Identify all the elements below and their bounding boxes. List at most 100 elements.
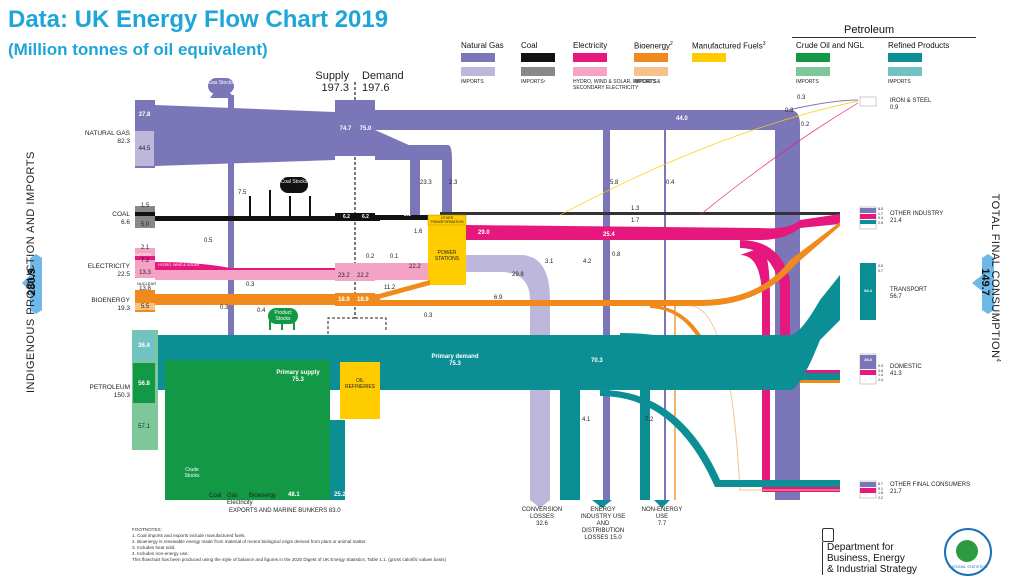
sink-other-industry-gas: [860, 208, 876, 213]
bottom-bioenergy-label: Bioenergy: [249, 493, 277, 499]
bio-69-val: 6.9: [494, 295, 503, 301]
elec-08-val: 0.8: [612, 252, 621, 258]
swatch-bioenergy: [634, 53, 668, 62]
swatch-coal: [521, 53, 555, 62]
swatch-electricity: [573, 53, 607, 62]
swatch-coal-imports: [521, 67, 555, 76]
elec-03-val: 0.3: [246, 282, 255, 288]
gas-indigenous-bar: [135, 101, 154, 130]
legend-coal: Coal: [521, 41, 538, 50]
product-stocks-bubble: [268, 308, 298, 324]
gas-stocks-label: Gas Stocks: [208, 80, 234, 86]
legend-bio-imports-label: IMPORTS: [634, 79, 657, 85]
coal-13-val: 1.3: [631, 206, 640, 212]
coal-16-val: 1.6: [414, 229, 423, 235]
elec-02-val: 0.2: [366, 254, 375, 260]
crude-481-val: 48.1: [288, 492, 300, 498]
right-total-shape: [982, 254, 994, 314]
bio-flow-to-supply: [155, 294, 380, 305]
elec-232-val: 23.2: [338, 273, 350, 279]
legend-natural-gas: Natural Gas: [461, 41, 504, 50]
left-total-pointer: [22, 275, 30, 291]
gas-non-energy-flow: [664, 130, 666, 500]
coal-21-val: 2.1: [404, 212, 411, 218]
gas-to-power-flow: [375, 130, 420, 215]
gas-flow-to-supply: [155, 105, 335, 166]
energy-industry-arrow: [592, 500, 612, 508]
power-stations-label: POWER STATIONS: [434, 250, 460, 262]
legend-electricity-sub-label: HYDRO, WIND & SOLAR, IMPORTS & SECONDARY…: [573, 79, 661, 91]
petroleum-to-other-final: [600, 390, 840, 487]
sink-other-industry-elec: [860, 214, 876, 219]
swatch-natural-gas: [461, 53, 495, 62]
elec-222-val: 22.2: [409, 264, 421, 270]
legend-petroleum-rule: [792, 37, 976, 38]
petroleum-v1: 36.4: [138, 343, 150, 349]
crude-stock-branch: [165, 420, 230, 500]
bio-112-val: 11.2: [384, 285, 396, 291]
swatch-electricity-secondary: [573, 67, 607, 76]
gas-to-other-val: 44.0: [676, 116, 688, 122]
sink-other-final-elec: [860, 488, 876, 493]
beis-logo: Department for Business, Energy & Indust…: [822, 542, 917, 575]
bottom-energy-industry-label: ENERGY INDUSTRY USE AND DISTRIBUTION LOS…: [580, 507, 626, 541]
non-energy-arrow: [654, 500, 670, 508]
gas-supply-demand-bar: [335, 100, 375, 156]
elec-imports-tag: IMPORTS: [135, 253, 152, 257]
swatch-refined-imports: [888, 67, 922, 76]
legend-coal-imports-label: IMPORTS¹: [521, 79, 546, 85]
other-transformation-label: OTHER TRANSFORMATION: [430, 216, 464, 225]
elec-to-iron-line: [699, 102, 859, 216]
sink-other-final-gas: [860, 482, 876, 487]
other-transformation-box: [427, 214, 467, 226]
crude-stocks-label: Crude Stocks: [184, 467, 200, 479]
bio-v1: 13.8: [139, 286, 151, 292]
bio-supply-demand-bar: [335, 293, 375, 306]
petrol-703-val: 70.3: [591, 358, 603, 364]
elec-29-val: 29.0: [478, 230, 490, 236]
right-total-pointer: [972, 275, 982, 291]
elec-imports-val: 2.1: [140, 245, 150, 251]
gas-58-val: 5.8: [610, 180, 619, 186]
bio-imports-bar: [135, 303, 155, 310]
coal-supply-val: 6.2: [343, 214, 350, 220]
petroleum-to-domestic: [620, 333, 840, 380]
crude-252-val: 25.2: [334, 492, 346, 498]
footnotes: FOOTNOTES: 1. Coal imports and exports i…: [132, 527, 446, 562]
coal-stocks-label: Coal Stocks: [280, 179, 308, 185]
refined-export-flow: [330, 420, 345, 500]
crude-stock-stub: [180, 450, 186, 462]
national-statistics-badge: NATIONAL STATISTICS: [944, 528, 992, 576]
coal-stock-lines: [249, 190, 311, 216]
oil-refineries-label: OIL REFINERIES: [344, 378, 375, 390]
petroleum-indigenous: [133, 363, 155, 403]
conversion-arrow: [530, 500, 550, 508]
conv-31-val: 3.1: [545, 259, 554, 265]
sink-transport-main-val: 54.4: [864, 288, 872, 293]
iron-03a-val: 0.3: [797, 95, 806, 101]
product-stocks-label: Product Stocks: [274, 310, 292, 322]
gas-2-val: 2.3: [449, 180, 458, 186]
elec-hydro-val: 7.2: [140, 258, 150, 264]
petroleum-energy-industry-flow: [560, 390, 580, 500]
left-total-shape: [30, 254, 42, 314]
elec-hydro-tag: HYDRO, WIND & SOLAR: [158, 263, 200, 267]
gas-v1: 37.8: [138, 112, 151, 118]
coal-17-val: 1.7: [631, 218, 640, 224]
gas-23-val: 23.3: [420, 180, 432, 186]
coal-indigenous-bar: [135, 212, 155, 216]
petroleum-crude-imports: [133, 405, 155, 448]
legend-crude-oil: Crude Oil and NGL: [796, 41, 865, 50]
